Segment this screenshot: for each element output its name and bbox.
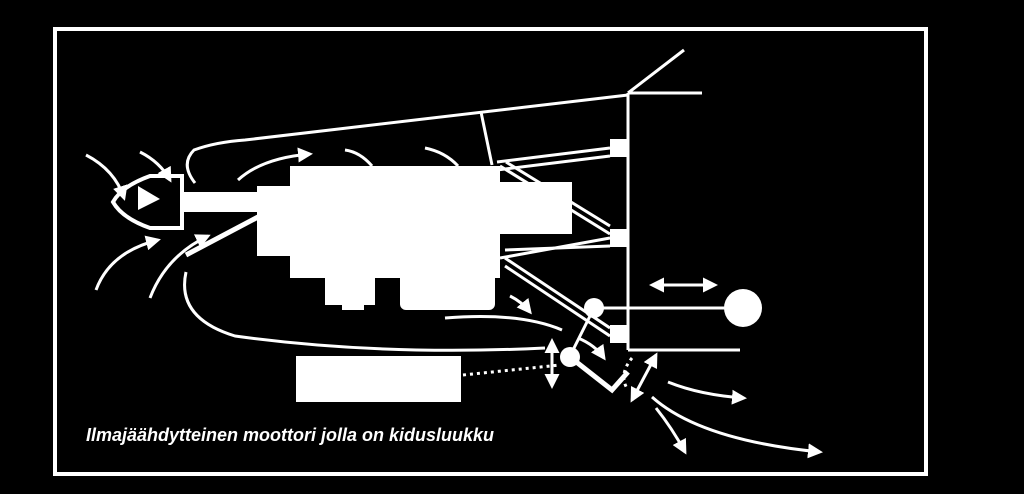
mount-bracket-lower [610, 325, 628, 343]
cowling-strut [479, 111, 494, 166]
control-knob [724, 289, 762, 327]
cooling-airflow-arrows [236, 146, 606, 361]
cowl-flap-arm [568, 355, 630, 394]
firewall-top-diagonal [627, 48, 685, 95]
cowling-lower [183, 271, 546, 352]
cowling-upper [185, 93, 629, 184]
engine-block [257, 166, 572, 310]
propeller-shaft [182, 192, 262, 212]
diagram-caption: Ilmajäähdytteinen moottori jolla on kidu… [86, 425, 495, 445]
dotted-link [462, 363, 561, 377]
double-arrow-diagonal-icon [630, 352, 658, 403]
mount-bracket-upper [610, 139, 628, 157]
exhaust-airflow-arrows [650, 380, 823, 459]
linkage-pivot-upper [584, 298, 604, 318]
spinner-arrow-icon [138, 186, 160, 210]
accessory-box [296, 356, 461, 402]
spinner [110, 174, 184, 230]
incoming-airflow-arrows [85, 150, 211, 299]
mount-bracket-middle [610, 229, 628, 247]
outer-frame [53, 27, 928, 476]
intake-duct-line [184, 214, 260, 258]
